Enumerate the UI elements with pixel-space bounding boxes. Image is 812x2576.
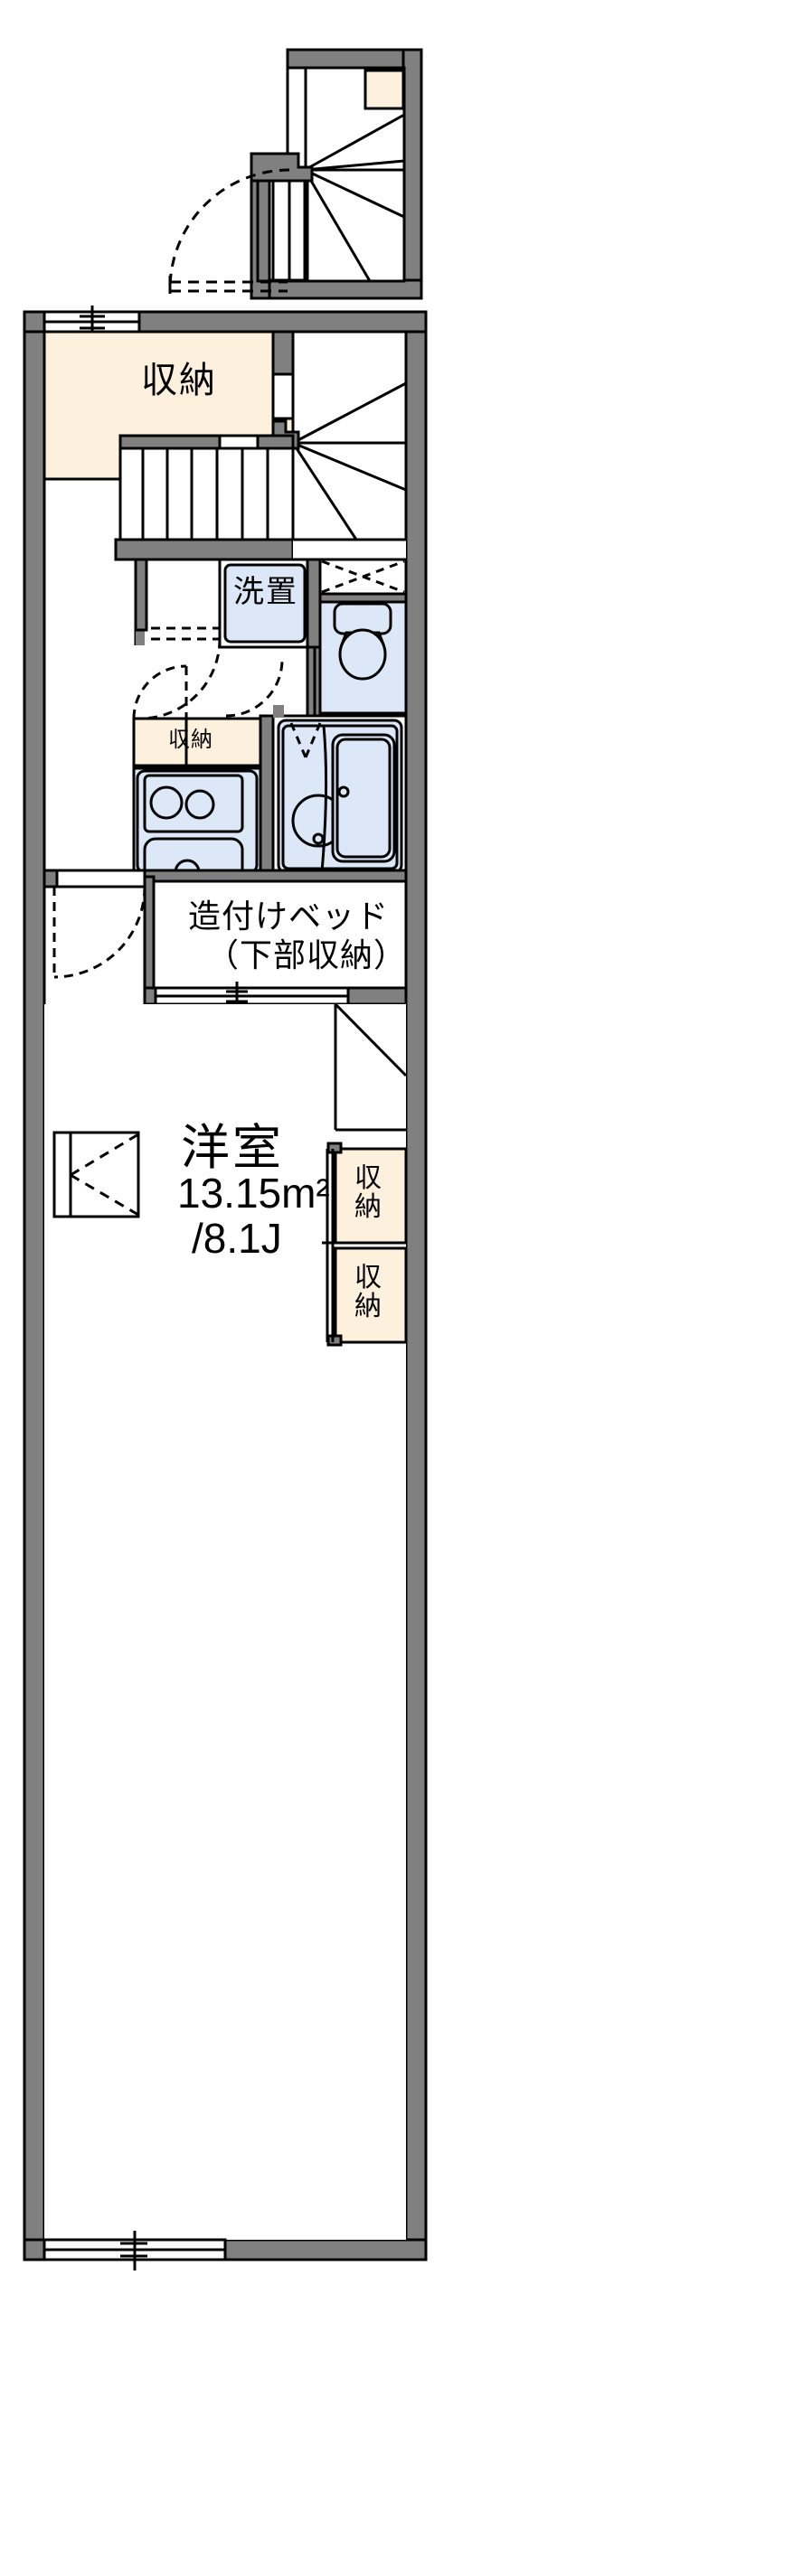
wall-stub-washer [134, 558, 148, 632]
toilet-room [318, 558, 408, 715]
closet-lower-room [326, 1246, 408, 1347]
unit-bath-room [225, 659, 408, 879]
attic-storage-room [364, 69, 405, 110]
main-room [42, 1002, 408, 2270]
builtin-bed-label-line2: （下部収納） [206, 936, 408, 973]
kitchen-upper-cabinet-left [132, 717, 188, 767]
builtin-bed-label-line1: 造付けベッド [188, 898, 390, 935]
closet-upper-room [326, 1142, 408, 1245]
stair-lower-block [114, 330, 408, 561]
window-left [52, 1131, 140, 1218]
upper-stair-block [168, 48, 423, 300]
kitchen-storage-label: 収納 [168, 728, 213, 752]
stair-landing-notch [250, 152, 314, 183]
closet-upper-label: 収納 [354, 1163, 382, 1223]
washer-area-room [134, 558, 322, 649]
loft-storage-label: 収納 [141, 361, 217, 400]
entry-door-upper [168, 168, 290, 290]
kitchen-bath-partition [259, 714, 275, 879]
entry-door-upper-leaf [168, 276, 288, 294]
builtin-bed-room [42, 869, 408, 1012]
closet-lower-label: 収納 [354, 1263, 382, 1322]
main-room-area-label: 13.15m² [177, 1170, 330, 1217]
window-bottom [42, 2231, 227, 2270]
washroom-door-swing [139, 638, 222, 720]
washer-place-label: 洗置 [233, 575, 298, 609]
entry-door [42, 869, 146, 979]
main-room-jo-label: /8.1J [192, 1215, 282, 1262]
main-room-name-label: 洋室 [181, 1121, 284, 1175]
washer-pan [223, 563, 307, 644]
